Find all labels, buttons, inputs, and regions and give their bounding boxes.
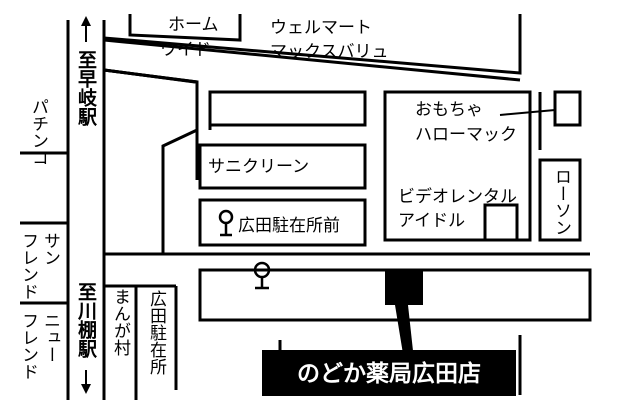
omochaya-building	[553, 90, 582, 127]
new-friend-line1: ニュー	[40, 312, 60, 363]
police-box-icon	[218, 209, 234, 237]
home-wide-outline	[128, 14, 242, 42]
sani-clean-label: サニクリーン	[208, 157, 309, 177]
video-rental-line1: ビデオレンタル	[398, 186, 517, 207]
video-rental-line2: アイドル	[398, 211, 465, 231]
north-arrow	[81, 16, 91, 42]
main-road	[66, 20, 106, 400]
home-wide-line2: ワイド	[160, 40, 211, 60]
destination-pointer	[395, 305, 414, 360]
video-rental-building	[483, 203, 519, 242]
chuzaisho-vertical-label: 広田駐在所	[146, 290, 167, 375]
wellmart-line2: マックスバリュ	[270, 42, 389, 62]
chuzaisho-label: 広田駐在所前	[238, 216, 340, 236]
omochaya-line1: おもちゃ	[415, 100, 483, 120]
blocks	[20, 68, 592, 400]
police-box-icon-2	[253, 261, 271, 290]
omochaya-line2: ハローマック	[415, 125, 517, 145]
sun-friend-line2: フレンド	[18, 232, 38, 300]
destination-banner	[262, 350, 516, 396]
destination-name: のどか薬局広田店	[297, 360, 481, 387]
new-friend-line2: フレンド	[18, 312, 38, 380]
wellmart-line1: ウェルマート	[270, 18, 372, 38]
pachinko-label: パチンコ	[28, 98, 48, 166]
manga-mura-label: まんが村	[110, 288, 131, 356]
omochaya-leader	[499, 109, 556, 116]
sun-friend-line1: サン	[40, 232, 60, 266]
lawson-label: ローソン	[551, 168, 571, 236]
south-arrow	[81, 370, 91, 394]
station-north-label: 至早岐駅	[75, 50, 98, 127]
home-wide-line1: ホーム	[168, 15, 219, 35]
station-south-label: 至川棚駅	[75, 282, 98, 359]
destination-marker	[385, 270, 423, 305]
top-diagonal-road	[103, 14, 522, 180]
